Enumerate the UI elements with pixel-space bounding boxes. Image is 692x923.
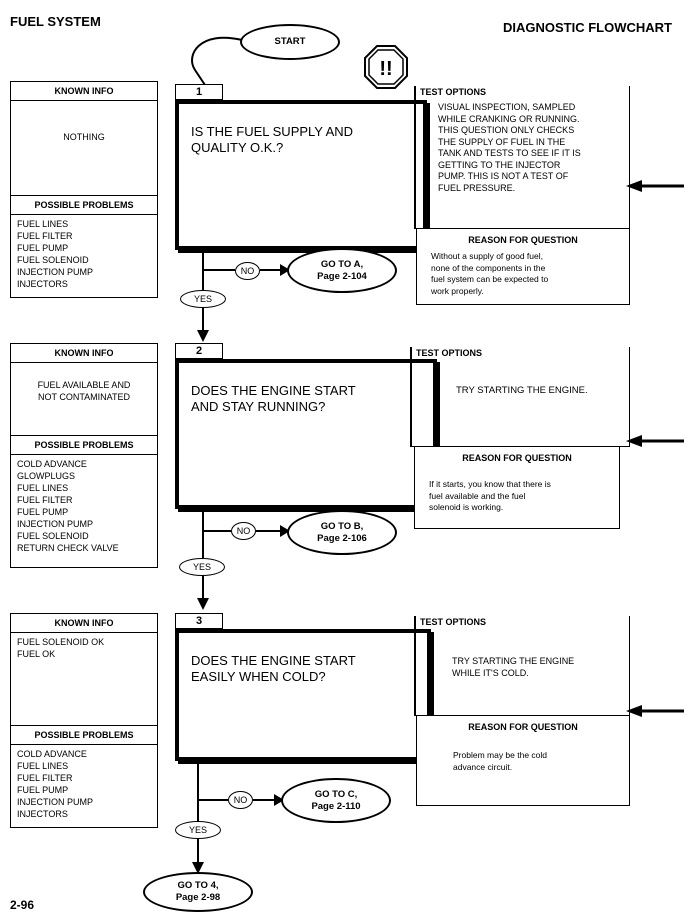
start-terminal: START [240,24,340,60]
step1-test-options: TEST OPTIONS VISUAL INSPECTION, SAMPLED … [414,86,630,229]
yes-label: YES [180,290,226,308]
known-info-title: KNOWN INFO [11,614,157,633]
known-info-text: NOTHING [63,132,105,142]
start-label: START [274,36,306,47]
list-item: INJECTION PUMP [17,797,94,807]
step2-reason: REASON FOR QUESTION If it starts, you kn… [414,447,620,529]
reason-title: REASON FOR QUESTION [468,722,578,732]
list-item: FUEL PUMP [17,507,69,517]
possible-problems-title: POSSIBLE PROBLEMS [11,435,157,455]
step1-goto[interactable]: GO TO A, Page 2-104 [287,248,397,293]
question-text: IS THE FUEL SUPPLY AND QUALITY O.K.? [191,124,354,155]
possible-problems-title: POSSIBLE PROBLEMS [11,725,157,745]
no-label: NO [235,262,260,280]
list-item: FUEL PUMP [17,785,69,795]
yes-label: YES [175,821,221,839]
step2-question-box: DOES THE ENGINE START AND STAY RUNNING? [175,359,437,509]
goto-text: GO TO 4, Page 2-98 [175,880,221,903]
test-options-text: TRY STARTING THE ENGINE. [456,385,588,396]
test-options-title: TEST OPTIONS [420,87,487,97]
list-item: FUEL LINES [17,761,69,771]
reason-text: If it starts, you know that there is fue… [429,479,551,512]
page-number: 2-96 [10,898,35,912]
goto-text: GO TO B, Page 2-106 [317,520,367,544]
possible-problems-title: POSSIBLE PROBLEMS [11,195,157,215]
no-label: NO [228,791,253,809]
test-options-title: TEST OPTIONS [420,617,487,627]
list-item: RETURN CHECK VALVE [17,543,119,553]
possible-problems-list: FUEL LINES FUEL FILTER FUEL PUMP FUEL SO… [11,215,157,293]
list-item: COLD ADVANCE [17,459,87,469]
list-item: INJECTORS [17,279,68,289]
list-item: INJECTION PUMP [17,519,94,529]
test-options-text: TRY STARTING THE ENGINE WHILE IT'S COLD. [452,656,575,678]
step2-test-options: TEST OPTIONS TRY STARTING THE ENGINE. [410,347,630,447]
list-item: FUEL LINES [17,219,69,229]
step3-question-box: DOES THE ENGINE START EASILY WHEN COLD? [175,629,431,761]
step3-reason: REASON FOR QUESTION Problem may be the c… [416,716,630,806]
no-label: NO [231,522,256,540]
step1-reason: REASON FOR QUESTION Without a supply of … [416,229,630,305]
step1-info-panel: KNOWN INFO NOTHING POSSIBLE PROBLEMS FUE… [10,81,158,298]
step2-number: 2 [175,343,223,359]
step2-info-panel: KNOWN INFO FUEL AVAILABLE AND NOT CONTAM… [10,343,158,568]
list-item: FUEL PUMP [17,243,69,253]
list-item: FUEL FILTER [17,231,73,241]
test-options-text: VISUAL INSPECTION, SAMPLED WHILE CRANKIN… [438,102,581,193]
step3-goto[interactable]: GO TO C, Page 2-110 [281,778,391,823]
question-text: DOES THE ENGINE START AND STAY RUNNING? [191,383,356,414]
known-info-text: FUEL SOLENOID OK FUEL OK [17,637,105,659]
reason-text: Without a supply of good fuel, none of t… [431,251,549,296]
reason-title: REASON FOR QUESTION [462,453,572,463]
final-goto[interactable]: GO TO 4, Page 2-98 [143,872,253,912]
step1-question-box: IS THE FUEL SUPPLY AND QUALITY O.K.? [175,100,427,250]
list-item: FUEL FILTER [17,495,73,505]
known-info-title: KNOWN INFO [11,82,157,101]
list-item: COLD ADVANCE [17,749,87,759]
goto-text: GO TO A, Page 2-104 [317,258,367,282]
reason-title: REASON FOR QUESTION [468,235,578,245]
warning-symbol: !! [379,58,392,80]
section-title: FUEL SYSTEM [10,14,101,29]
list-item: INJECTORS [17,809,68,819]
list-item: FUEL LINES [17,483,69,493]
yes-label: YES [179,558,225,576]
list-item: INJECTION PUMP [17,267,94,277]
possible-problems-list: COLD ADVANCE GLOWPLUGS FUEL LINES FUEL F… [11,455,157,557]
page-title: DIAGNOSTIC FLOWCHART [503,20,672,35]
list-item: FUEL SOLENOID [17,531,89,541]
question-text: DOES THE ENGINE START EASILY WHEN COLD? [191,653,356,684]
possible-problems-list: COLD ADVANCE FUEL LINES FUEL FILTER FUEL… [11,745,157,823]
test-options-title: TEST OPTIONS [416,348,483,358]
step1-number: 1 [175,84,223,100]
step3-test-options: TEST OPTIONS TRY STARTING THE ENGINE WHI… [414,616,630,716]
step3-info-panel: KNOWN INFO FUEL SOLENOID OK FUEL OK POSS… [10,613,158,828]
known-info-text: FUEL AVAILABLE AND NOT CONTAMINATED [37,380,131,402]
known-info-title: KNOWN INFO [11,344,157,363]
step3-number: 3 [175,613,223,629]
list-item: GLOWPLUGS [17,471,76,481]
reason-text: Problem may be the cold advance circuit. [453,750,548,772]
list-item: FUEL SOLENOID [17,255,89,265]
list-item: FUEL FILTER [17,773,73,783]
goto-text: GO TO C, Page 2-110 [311,788,361,812]
warning-icon: !! [364,45,408,89]
step2-goto[interactable]: GO TO B, Page 2-106 [287,510,397,555]
